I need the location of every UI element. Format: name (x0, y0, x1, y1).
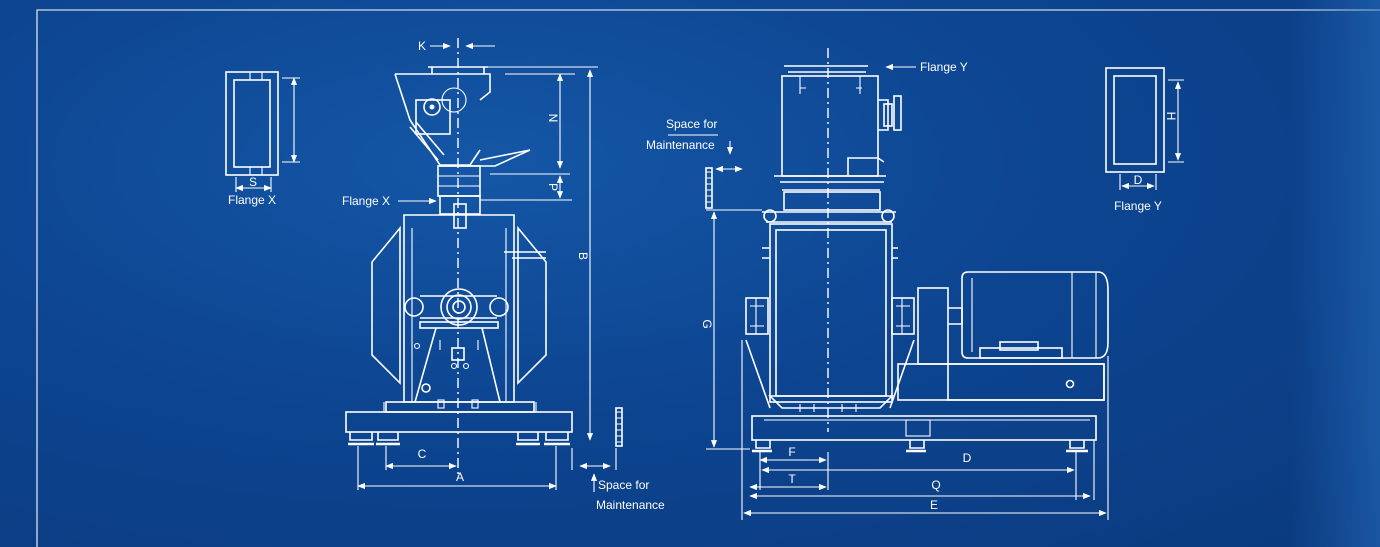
space-maintenance-side-1: Space for (666, 117, 717, 131)
flange-x-detail: S Flange X (225, 71, 300, 207)
flange-y-label: Flange Y (1114, 199, 1162, 213)
space-maintenance-front-1: Space for (598, 478, 649, 492)
front-view: K Flange X N P B (342, 38, 665, 512)
dim-f-label: F (788, 445, 795, 459)
dim-t-label: T (788, 472, 796, 486)
dim-k-label: K (418, 39, 426, 53)
dim-n-label: N (546, 114, 560, 123)
dim-d-label: D (963, 451, 972, 465)
dim-a-label: A (456, 470, 464, 484)
dim-d-small-label: D (1134, 173, 1143, 187)
space-maintenance-side-2: Maintenance (646, 138, 715, 152)
side-view: Flange Y (646, 48, 1109, 520)
dim-q-label: Q (931, 478, 940, 492)
dim-g-label: G (700, 319, 714, 328)
dim-b-label: B (576, 252, 590, 260)
flange-x-label: Flange X (228, 193, 276, 207)
space-maintenance-front-2: Maintenance (596, 498, 665, 512)
flange-x-mid-label: Flange X (342, 194, 390, 208)
frame-border (36, 9, 1380, 547)
flange-y-top-label: Flange Y (920, 60, 968, 74)
dim-p-label: P (546, 183, 560, 191)
dim-e-label: E (930, 498, 938, 512)
flange-y-detail: H D Flange Y (1105, 67, 1184, 213)
dim-h-label: H (1164, 112, 1178, 121)
dim-c-label: C (418, 447, 427, 461)
dim-s-label: S (249, 175, 257, 189)
